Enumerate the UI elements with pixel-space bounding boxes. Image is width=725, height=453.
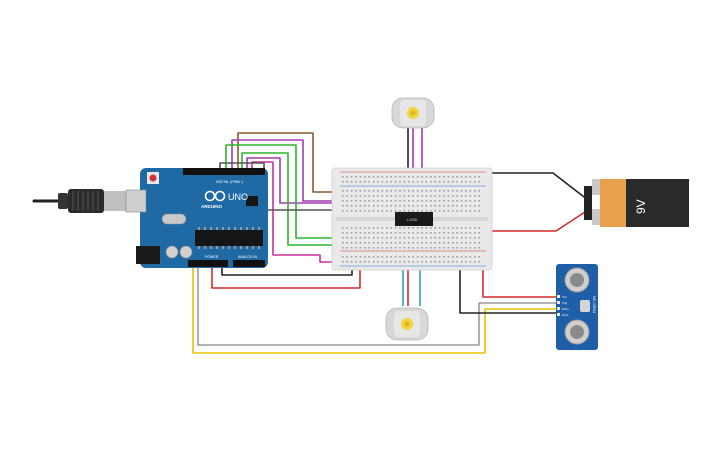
arduino-model: UNO <box>228 192 248 202</box>
arduino-digital-label: DIGITAL (PWM~) <box>216 180 243 184</box>
wire-purple-2 <box>246 157 345 204</box>
wire-yellow-long <box>192 258 556 354</box>
sensor-pin-trig: Trig <box>562 301 567 305</box>
l293d-ic: L293D <box>395 212 433 226</box>
wire-red-1 <box>211 258 361 289</box>
wire-black-battery <box>486 172 589 201</box>
wire-gray-long <box>197 258 556 346</box>
wires <box>192 126 589 354</box>
wire-red-sensor <box>482 262 556 298</box>
ultrasonic-sensor: HC-SR04 Vcc Trig Echo Gnd <box>556 264 598 350</box>
arduino-power-label: POWER <box>205 255 219 259</box>
usb-cable <box>32 189 141 213</box>
wire-magenta <box>251 161 345 263</box>
battery-voltage: 9V <box>634 199 648 214</box>
sensor-name: HC-SR04 <box>592 296 597 314</box>
arduino-uno: ARDUINO UNO DIGITAL (PWM~) POWER ANALOG … <box>125 168 268 268</box>
wire-gray-dark <box>219 162 345 211</box>
breadboard-holes <box>342 176 480 263</box>
wire-purple-1 <box>231 139 345 202</box>
arduino-brand: ARDUINO <box>201 204 222 209</box>
arduino-analog-label: ANALOG IN <box>238 255 258 259</box>
sensor-pin-vcc: Vcc <box>562 295 568 299</box>
sensor-pin-gnd: Gnd <box>562 313 568 317</box>
battery-9v: 9V <box>584 179 689 227</box>
dc-motor-bottom <box>385 307 429 341</box>
ic-label: L293D <box>407 218 418 222</box>
wire-green-2 <box>241 152 345 246</box>
wire-green-1 <box>225 144 345 239</box>
sensor-pin-echo: Echo <box>562 307 569 311</box>
wire-black-sensor <box>459 262 556 314</box>
dc-motor-top <box>391 97 435 129</box>
arduino-logo-icon <box>204 190 226 202</box>
wire-red-battery <box>486 209 589 232</box>
